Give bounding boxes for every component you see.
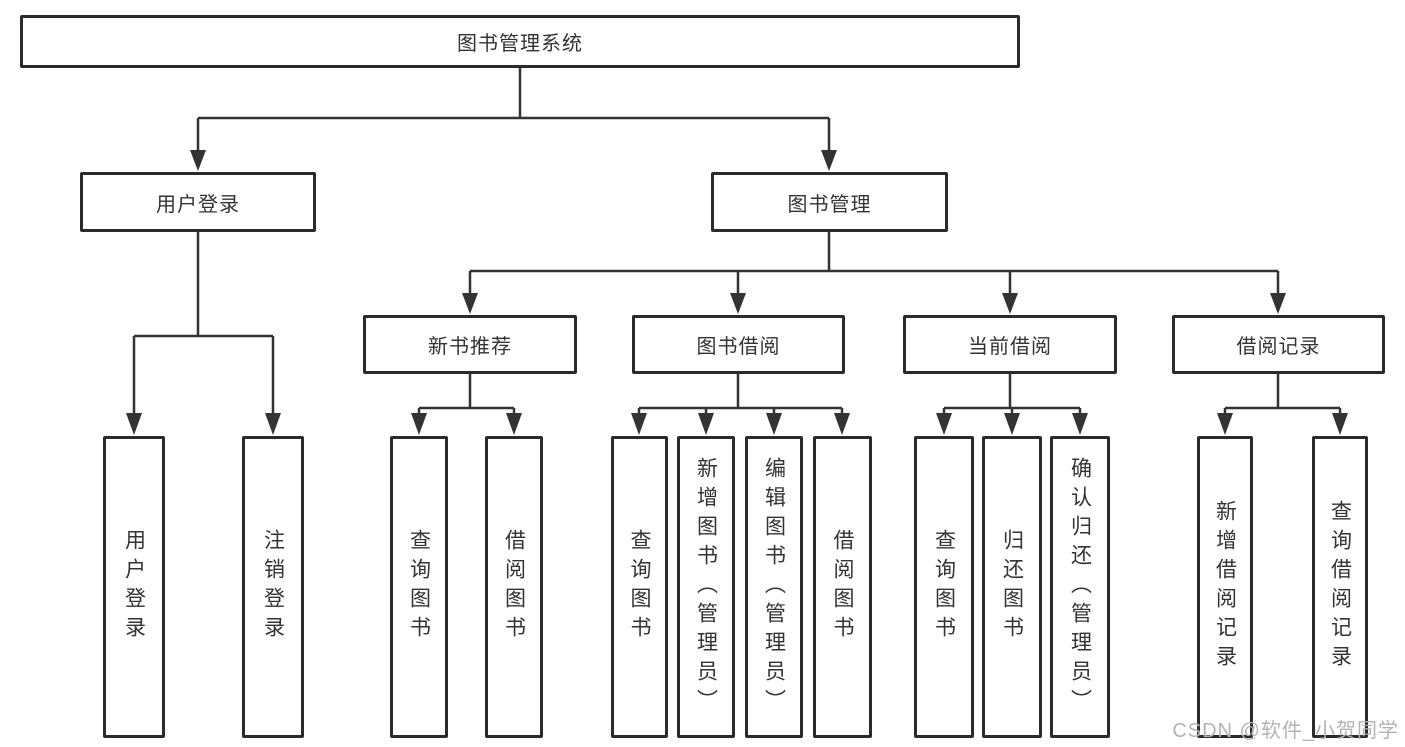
node-label: 新书推荐	[428, 336, 512, 358]
leaf-return-books: 归还图书	[982, 436, 1042, 738]
node-label: 用户登录	[156, 193, 240, 216]
leaf-user-login: 用户登录	[103, 436, 165, 738]
leaf-query-books-recommend: 查询图书	[390, 436, 448, 738]
node-label: 查询借阅记录	[1328, 500, 1352, 674]
leaf-add-borrow-record: 新增借阅记录	[1197, 436, 1253, 738]
node-book-borrowing: 图书借阅	[632, 315, 845, 374]
node-label: 归还图书	[1000, 529, 1024, 645]
leaf-query-borrow-record: 查询借阅记录	[1312, 436, 1368, 738]
node-label: 用户登录	[122, 529, 146, 645]
arrowhead	[190, 150, 206, 171]
node-label: 新增图书（管理员）	[694, 456, 718, 718]
node-borrowing-records: 借阅记录	[1172, 315, 1385, 374]
leaf-edit-book-admin: 编辑图书（管理员）	[745, 436, 803, 738]
node-new-book-recommendation: 新书推荐	[363, 315, 577, 374]
leaf-query-books-borrowing: 查询图书	[611, 436, 668, 738]
leaf-logout: 注销登录	[242, 436, 304, 738]
node-label: 借阅图书	[831, 529, 854, 645]
node-label: 编辑图书（管理员）	[762, 456, 786, 718]
node-label: 图书管理	[787, 193, 872, 216]
leaf-borrow-books-recommend: 借阅图书	[485, 436, 543, 738]
node-label: 查询图书	[407, 529, 431, 645]
leaf-confirm-return-admin: 确认归还（管理员）	[1050, 436, 1110, 738]
leaf-query-books-current: 查询图书	[914, 436, 974, 738]
node-label: 当前借阅	[968, 336, 1052, 358]
node-label: 图书借阅	[696, 336, 781, 358]
node-user-login: 用户登录	[80, 172, 316, 232]
leaf-borrow-books-borrowing: 借阅图书	[813, 436, 872, 738]
node-label: 确认归还（管理员）	[1068, 456, 1092, 718]
csdn-watermark: CSDN @软件_小贺同学	[1172, 720, 1399, 742]
node-current-borrowing: 当前借阅	[903, 315, 1117, 374]
node-label: 新增借阅记录	[1213, 500, 1237, 674]
node-label: 查询图书	[628, 529, 651, 645]
node-label: 查询图书	[932, 529, 956, 645]
node-label: 借阅图书	[502, 529, 526, 645]
leaf-add-book-admin: 新增图书（管理员）	[677, 436, 735, 738]
node-label: 借阅记录	[1236, 336, 1321, 358]
node-book-management: 图书管理	[711, 172, 948, 232]
node-label: 注销登录	[261, 529, 285, 645]
node-label: 图书管理系统	[457, 33, 583, 55]
node-library-management-system: 图书管理系统	[20, 15, 1020, 68]
